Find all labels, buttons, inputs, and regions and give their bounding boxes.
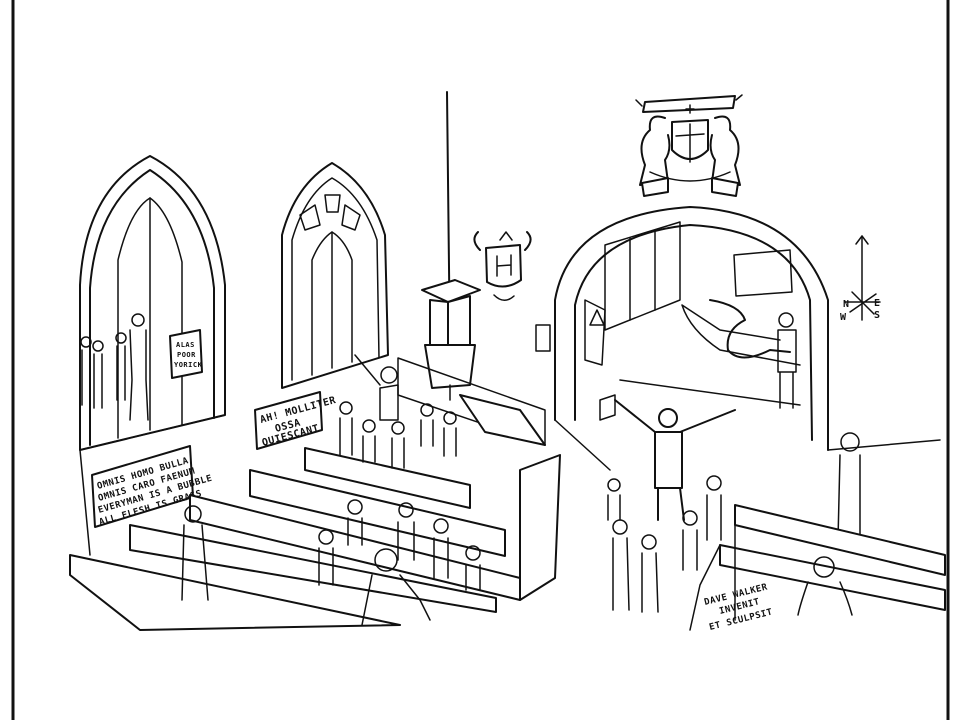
chancel-figure <box>777 312 797 409</box>
wall-hatchment <box>473 231 532 301</box>
pulpit <box>421 279 481 401</box>
compass-n: N <box>843 299 850 310</box>
minister-figure <box>614 399 736 521</box>
chancel-arch <box>554 206 829 451</box>
compass-w: W <box>840 312 847 323</box>
floor-lines <box>79 419 941 556</box>
latin-plaque-center: AH! MOLLITER OSSA QUIESCANT <box>254 391 338 450</box>
royal-coat-of-arms <box>635 94 743 197</box>
compass-s: S <box>874 310 881 321</box>
window-sign-line-1: ALAS <box>176 341 195 349</box>
compass-rose: N E W S <box>840 235 881 323</box>
large-gothic-window: ALAS POOR YORICK <box>79 155 226 451</box>
box-pews-right <box>689 504 946 631</box>
window-sign-line-3: YORICK <box>174 361 203 369</box>
window-sign: ALAS POOR YORICK <box>169 329 203 379</box>
tracery-window <box>281 162 389 389</box>
gesturing-figure <box>354 354 399 421</box>
window-figures <box>80 313 149 421</box>
box-pews-left <box>69 357 561 631</box>
window-sign-line-2: POOR <box>177 351 196 359</box>
wall-grille <box>535 324 551 352</box>
artist-signature: DAVE WALKER INVENIT ET SCULPSIT <box>703 582 774 632</box>
compass-e: E <box>874 298 881 309</box>
congregation-figures <box>181 401 861 626</box>
